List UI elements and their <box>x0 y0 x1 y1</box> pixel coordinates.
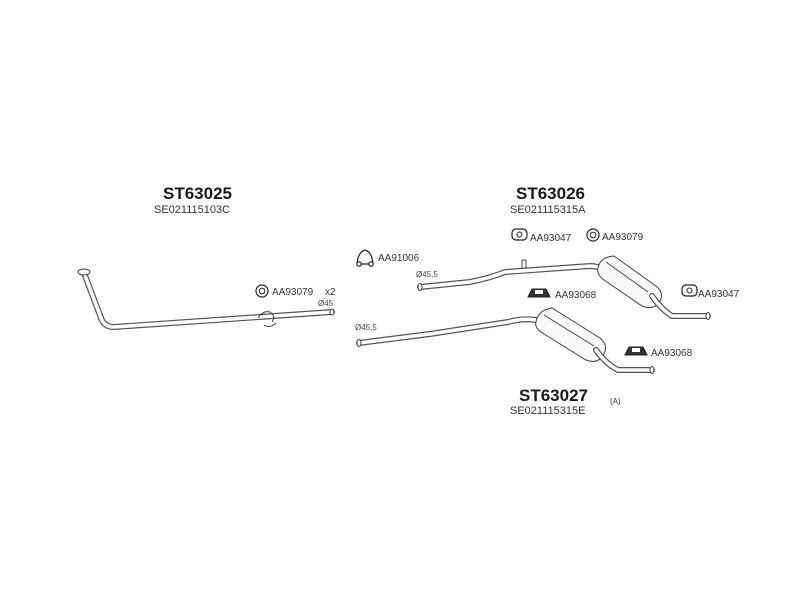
middle-bracket-label: AA93068 <box>555 290 597 301</box>
gasket-icon <box>255 284 269 298</box>
front-pipe-drawing <box>77 268 335 330</box>
middle-section-oe-number: SE021115315A <box>510 204 586 216</box>
front-pipe-part-number: ST63025 <box>163 184 232 203</box>
middle-mount-right-label: AA93047 <box>698 289 740 300</box>
front-pipe-gasket-label: AA93079 <box>272 287 314 298</box>
middle-diameter: Ø45,5 <box>416 270 438 279</box>
front-pipe-gasket-qty: x2 <box>325 287 336 298</box>
middle-pipe-drawing <box>417 255 711 320</box>
bracket-icon <box>527 288 551 298</box>
middle-mount-left-label: AA93047 <box>530 233 572 244</box>
rear-diameter: Ø45,5 <box>355 323 377 332</box>
middle-section-assembly[interactable]: ST63026 SE021115315A AA93047 AA93079 <box>356 184 740 320</box>
front-pipe-diameter: Ø45 <box>318 299 334 308</box>
clamp-icon <box>356 249 374 267</box>
rubber-mount-icon <box>681 284 698 297</box>
front-pipe-assembly[interactable]: ST63025 SE021115103C AA93079 x2 Ø45 <box>77 184 336 330</box>
rear-bracket-label: AA93068 <box>651 348 693 359</box>
rubber-mount-icon <box>511 228 528 241</box>
middle-ring-label: AA93079 <box>602 232 644 243</box>
rear-section-assembly[interactable]: ST63027 (A) SE021115315E AA93068 Ø45,5 <box>355 307 693 417</box>
middle-section-part-number: ST63026 <box>516 184 585 203</box>
bracket-icon <box>624 346 648 356</box>
front-pipe-oe-number: SE021115103C <box>154 204 230 216</box>
rear-section-oe-number: SE021115315E <box>510 405 585 417</box>
ring-icon <box>586 228 600 242</box>
clamp-label: AA91006 <box>378 253 420 264</box>
rear-section-part-number: ST63027 <box>519 386 588 405</box>
rear-section-suffix: (A) <box>610 397 621 406</box>
rear-pipe-drawing <box>356 307 655 374</box>
